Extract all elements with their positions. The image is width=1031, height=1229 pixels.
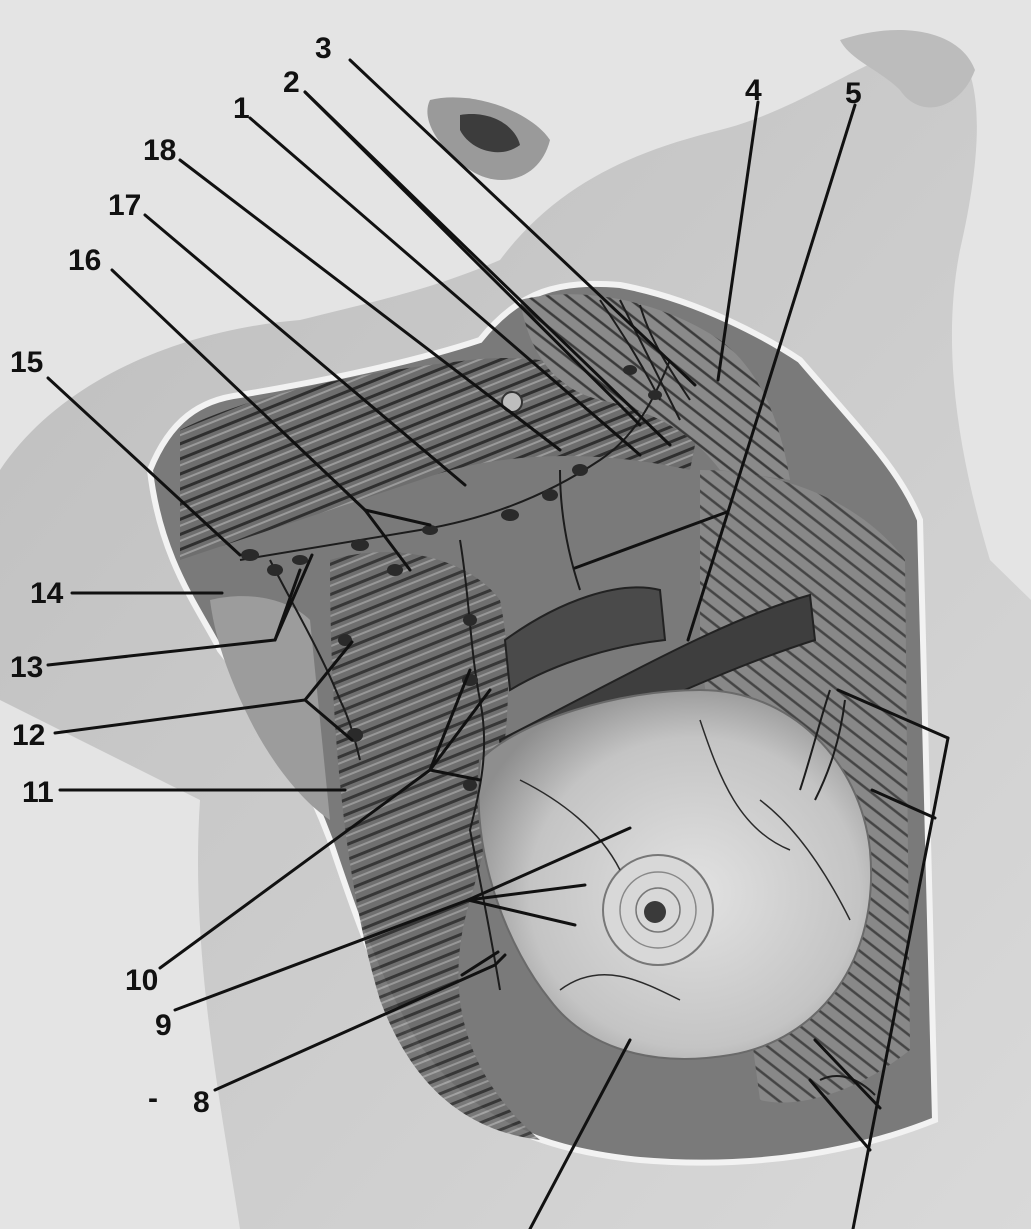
label-5: 5 <box>845 77 862 110</box>
label-18: 18 <box>143 134 176 167</box>
leader-5a <box>686 103 857 642</box>
leader-right-a <box>836 688 950 740</box>
leader-18 <box>178 158 562 452</box>
label-9: 9 <box>155 1009 172 1042</box>
label-10: 10 <box>125 964 158 997</box>
leader-right-d <box>808 1078 872 1152</box>
leader-8b <box>460 950 500 977</box>
leader-15 <box>46 376 242 557</box>
label-8: 8 <box>193 1086 210 1119</box>
label-1: 1 <box>233 92 250 125</box>
label-14: 14 <box>30 577 64 610</box>
leader-9c <box>466 898 577 927</box>
leader-bottom-left <box>528 1038 632 1229</box>
leader-1 <box>248 116 642 457</box>
leader-16a <box>110 268 367 512</box>
label-13: 13 <box>10 651 43 684</box>
leader-10b <box>428 688 492 772</box>
leader-8a <box>213 953 507 1092</box>
leader-16b <box>363 508 432 527</box>
leader-13b <box>273 568 302 642</box>
leader-12b <box>303 698 354 742</box>
leader-2b <box>303 90 672 447</box>
label-11: 11 <box>22 776 54 809</box>
leader-5b <box>573 510 729 570</box>
leader-17 <box>143 213 467 487</box>
leader-right-c <box>813 1038 882 1110</box>
stray-mark: - <box>148 1082 158 1115</box>
label-15: 15 <box>10 346 43 379</box>
leader-4 <box>716 100 760 382</box>
lymph-nodes <box>241 365 662 791</box>
leader-16c <box>363 508 412 572</box>
leader-10c <box>428 768 482 782</box>
label-17: 17 <box>108 189 141 222</box>
label-3: 3 <box>315 32 332 65</box>
label-16: 16 <box>68 244 101 277</box>
leader-9b <box>466 883 587 902</box>
label-4: 4 <box>745 74 762 107</box>
label-12: 12 <box>12 719 45 752</box>
leader-3 <box>348 58 697 387</box>
leader-lines <box>46 58 950 1229</box>
callout-labels: 1 2 3 4 5 8 9 10 11 12 13 14 15 16 17 18… <box>10 32 862 1119</box>
breast <box>477 688 873 1060</box>
label-2: 2 <box>283 66 300 99</box>
leader-right-b <box>870 788 937 820</box>
